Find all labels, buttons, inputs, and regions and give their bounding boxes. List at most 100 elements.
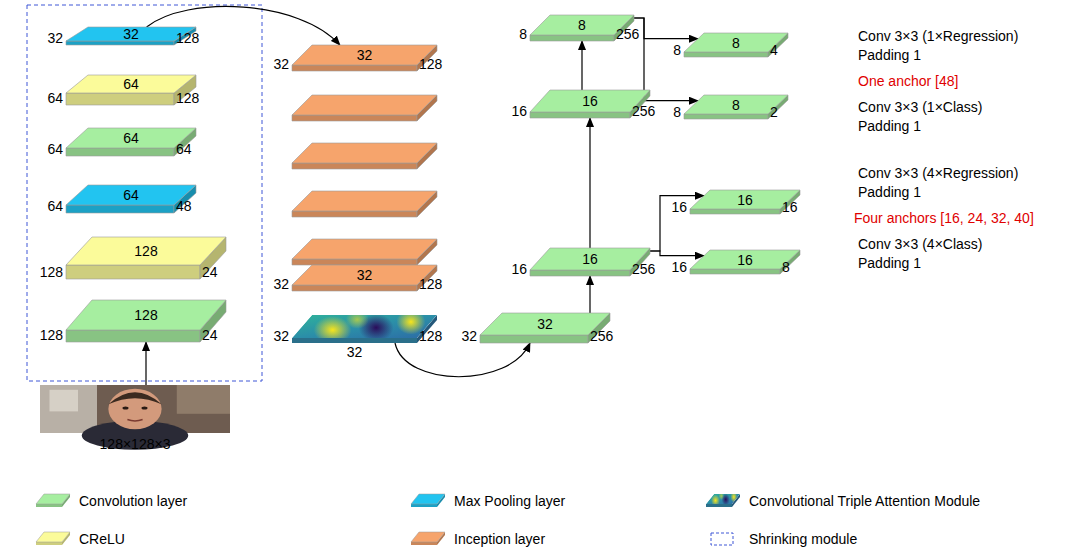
slab-top xyxy=(292,95,437,115)
dimension-label: 64 xyxy=(47,141,63,157)
dimension-label: 16 xyxy=(511,261,527,277)
face-photo xyxy=(40,385,230,433)
slab-front xyxy=(292,211,417,217)
dimension-label: 8 xyxy=(673,42,681,58)
legend-swatch xyxy=(705,493,741,509)
slab-top xyxy=(292,265,437,285)
slab-front xyxy=(684,52,768,57)
dimension-label: 128 xyxy=(40,327,63,343)
slab-front xyxy=(480,335,588,343)
heat-blob xyxy=(719,493,724,500)
layer-note: Conv 3×3 (4×Class) xyxy=(858,235,983,253)
heat-front xyxy=(292,338,417,343)
flow-arrow xyxy=(650,251,704,256)
swatch-top xyxy=(36,532,70,542)
legend-swatch xyxy=(35,531,71,547)
dimension-label: 8 xyxy=(519,26,527,42)
layer-note: Conv 3×3 (1×Class) xyxy=(858,98,983,116)
dimension-label: 24 xyxy=(202,264,218,280)
layer-slab: 646448 xyxy=(36,185,212,213)
legend-text: Convolution layer xyxy=(79,492,187,510)
layer-slab: 16168 xyxy=(660,250,816,274)
heat-map xyxy=(292,309,437,344)
photo-eye xyxy=(123,407,129,410)
legend-swatch xyxy=(410,493,446,509)
legend-swatch xyxy=(705,531,741,547)
legend-swatch xyxy=(35,493,71,509)
dimension-label: 128 xyxy=(40,264,63,280)
slab-top xyxy=(292,239,437,259)
dimension-label: 64 xyxy=(47,90,63,106)
shrinking-module-outline xyxy=(27,5,262,381)
legend-text: Convolutional Triple Attention Module xyxy=(749,492,980,510)
legend-text: Inception layer xyxy=(454,530,545,548)
heat-blob xyxy=(730,493,737,503)
dimension-label: 8 xyxy=(673,104,681,120)
layer-slab: 3232256 xyxy=(450,313,626,343)
dimension-label: 8 xyxy=(782,259,790,275)
slab-front xyxy=(690,269,780,274)
swatch-front xyxy=(36,542,62,545)
dimension-label: 64 xyxy=(176,141,192,157)
photo-hair xyxy=(108,392,161,404)
slab-front xyxy=(292,65,417,71)
dimension-label: 128 xyxy=(419,276,442,292)
slab-front xyxy=(66,93,174,105)
layer-slab: 884 xyxy=(654,33,804,57)
layer-slab: 882 xyxy=(654,95,804,119)
layer-slab: 6464128 xyxy=(36,75,212,105)
dimension-label: 16 xyxy=(671,199,687,215)
layer-slab: 1616256 xyxy=(500,90,666,118)
dimension-label: 4 xyxy=(770,42,778,58)
inception-layer xyxy=(292,191,437,217)
layer-slab: 3232128 xyxy=(36,27,212,45)
swatch-front xyxy=(36,504,62,507)
layer-note: Padding 1 xyxy=(858,254,921,272)
inception-layer xyxy=(292,95,437,121)
layer-slab: 3232128 xyxy=(262,265,453,291)
slab-top xyxy=(292,143,437,163)
swatch-top xyxy=(411,494,445,504)
dimension-label: 256 xyxy=(616,26,639,42)
layer-slab: 128128 24 xyxy=(36,237,242,279)
photo-mouth xyxy=(127,420,142,421)
dimension-label: 32 xyxy=(292,267,437,283)
flow-arrow xyxy=(634,18,698,101)
slab-front xyxy=(66,330,200,342)
dimension-label: 128 xyxy=(176,90,199,106)
heat-map xyxy=(706,493,740,507)
heat-blob xyxy=(346,310,369,328)
swatch-top xyxy=(411,532,445,542)
layer-slab: 88256 xyxy=(500,15,650,41)
layer-slab: 161616 xyxy=(660,190,816,214)
heat-front xyxy=(706,504,732,507)
dimension-label: 256 xyxy=(590,328,613,344)
input-image: 128×128×3 xyxy=(40,385,230,453)
slab-front xyxy=(66,265,200,279)
swatch-front xyxy=(411,542,437,545)
photo-bg xyxy=(40,385,230,433)
dimension-label: 2 xyxy=(770,104,778,120)
dimension-label: 32 xyxy=(273,328,289,344)
dimension-label: 48 xyxy=(176,198,192,214)
photo-wall xyxy=(40,385,97,433)
dimension-label: 128 xyxy=(419,56,442,72)
slab-front xyxy=(690,209,780,214)
slab-front xyxy=(684,114,768,119)
flow-arrow xyxy=(395,343,530,377)
dimension-label: 128 xyxy=(66,243,226,259)
dimension-label: 128 xyxy=(176,30,199,46)
slab-top xyxy=(292,45,437,65)
dimension-label: 256 xyxy=(632,103,655,119)
image-size: 128×128×3 xyxy=(40,436,230,452)
layer-slab: 1616256 xyxy=(500,248,666,276)
dimension-label: 32 xyxy=(292,47,437,63)
photo-face xyxy=(108,389,161,429)
inception-layer xyxy=(292,143,437,169)
photo-window xyxy=(50,390,79,412)
dimension-label: 256 xyxy=(632,261,655,277)
flow-arrow xyxy=(581,41,582,90)
slab-front xyxy=(292,115,417,121)
slab-front xyxy=(66,41,174,45)
slab-front xyxy=(292,163,417,169)
